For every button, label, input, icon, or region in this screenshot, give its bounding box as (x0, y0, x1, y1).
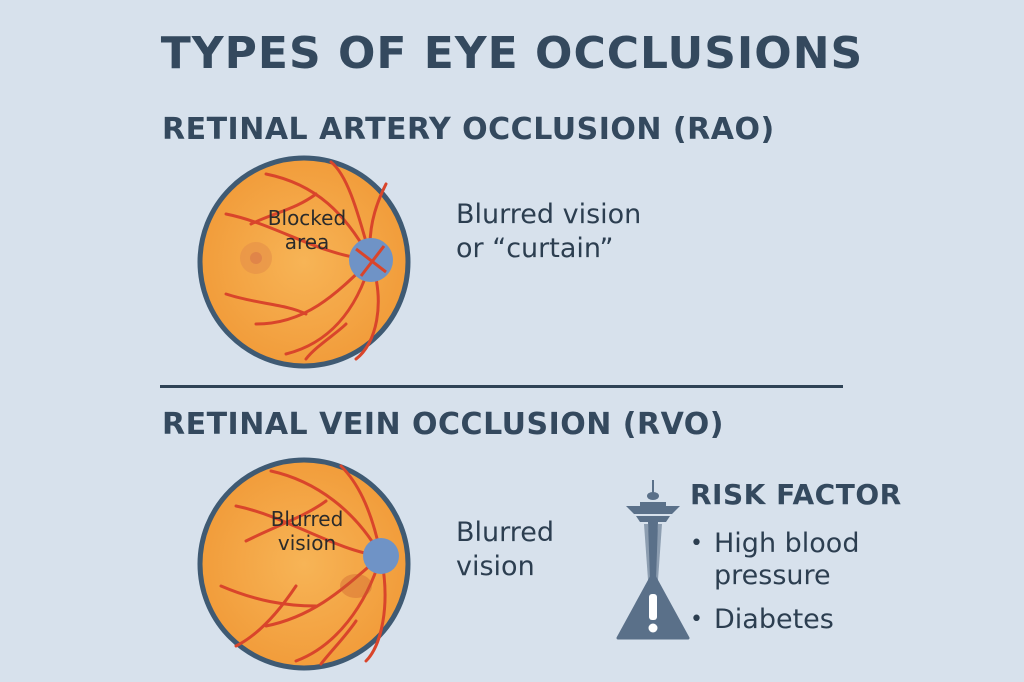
risk-factor-title: RISK FACTOR (690, 478, 902, 511)
risk-item-text: Diabetes (714, 604, 834, 635)
rao-heading: RETINAL ARTERY OCCLUSION (RAO) (162, 112, 775, 147)
rao-eye-label: Blocked area (252, 206, 362, 254)
bullet-icon: • (690, 607, 703, 632)
rao-eye-label-line2: area (284, 230, 330, 254)
rao-symptom-line2: or “curtain” (456, 233, 614, 264)
warning-icon (616, 572, 690, 640)
rao-eye-label-line1: Blocked (267, 206, 347, 230)
rvo-eye-label-line2: vision (277, 531, 337, 555)
rvo-eye-label: Blurred vision (252, 507, 362, 555)
bullet-icon: • (690, 531, 703, 556)
list-item: • High blood pressure (688, 528, 884, 592)
list-item: • Diabetes (688, 604, 884, 636)
rao-retina-icon (197, 155, 411, 369)
rvo-retina-icon (197, 457, 411, 671)
rvo-heading: RETINAL VEIN OCCLUSION (RVO) (162, 407, 725, 442)
section-divider (160, 385, 843, 388)
rao-symptom: Blurred vision or “curtain” (456, 198, 641, 266)
space-needle-icon (626, 480, 680, 580)
rvo-symptom-line2: vision (456, 551, 535, 582)
rao-symptom-line1: Blurred vision (456, 199, 642, 230)
risk-item-text: High blood pressure (714, 528, 860, 591)
page-title: TYPES OF EYE OCCLUSIONS (160, 28, 864, 79)
risk-factor-list: • High blood pressure • Diabetes (688, 528, 884, 636)
rvo-symptom-line1: Blurred (456, 517, 555, 548)
rvo-eye-label-line1: Blurred (270, 507, 344, 531)
rvo-symptom: Blurred vision (456, 516, 554, 584)
